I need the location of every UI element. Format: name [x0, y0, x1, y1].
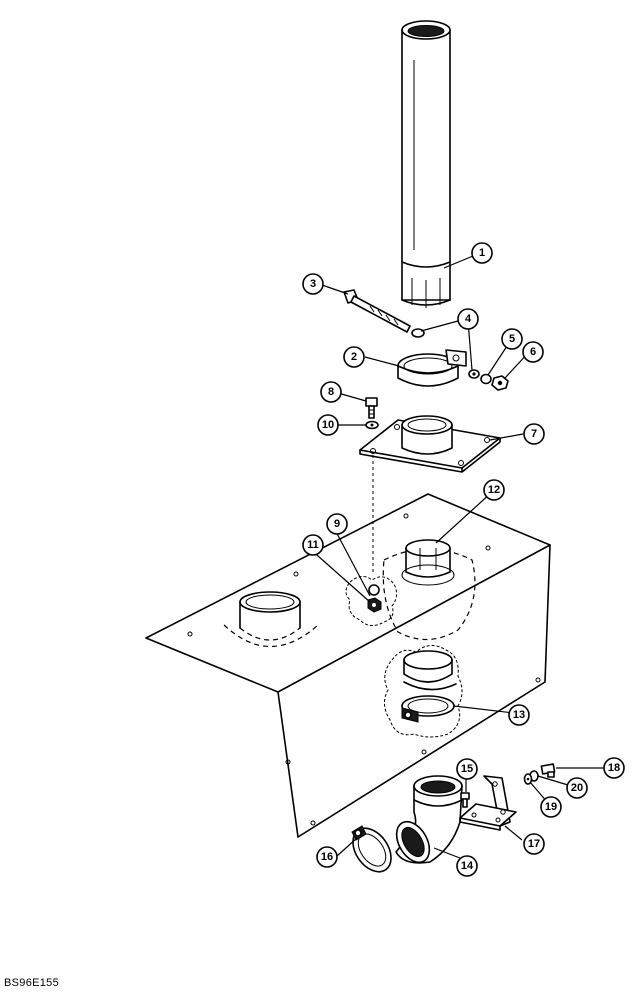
figure-id: BS96E155: [4, 977, 59, 989]
callout-12: 12: [483, 479, 505, 501]
cutaway-nut: [345, 576, 398, 626]
callout-12-label: 12: [488, 484, 500, 496]
callout-10-label: 10: [322, 419, 334, 431]
callout-18-label: 18: [608, 762, 620, 774]
callout-5: 5: [501, 328, 523, 350]
callout-15-label: 15: [461, 763, 473, 775]
callout-11: 11: [302, 534, 324, 556]
callout-8: 8: [320, 381, 342, 403]
intake-stack: [223, 591, 319, 647]
pipe-clamp: [397, 328, 509, 391]
callout-3: 3: [302, 273, 324, 295]
callout-17: 17: [523, 833, 545, 855]
callout-1-label: 1: [479, 247, 485, 259]
callout-14-label: 14: [461, 860, 474, 872]
elbow-screw: [460, 792, 470, 808]
callout-19-label: 19: [545, 801, 557, 813]
hood-panel: [145, 493, 551, 838]
capscrew: [365, 397, 379, 430]
callout-9-label: 9: [334, 518, 340, 530]
callout-6-label: 6: [530, 346, 536, 358]
callout-3-label: 3: [310, 278, 316, 290]
callout-2-label: 2: [351, 351, 357, 363]
callout-7: 7: [523, 423, 545, 445]
callout-6: 6: [522, 341, 544, 363]
callout-9: 9: [326, 513, 348, 535]
callout-13: 13: [508, 704, 530, 726]
elbow-bracket: [459, 775, 517, 831]
callout-4-label: 4: [465, 313, 472, 325]
callout-4: 4: [457, 308, 479, 330]
callout-17-label: 17: [528, 838, 540, 850]
leader-lines: [308, 255, 605, 861]
callout-20: 20: [566, 777, 588, 799]
flange-plate: [359, 415, 501, 473]
elbow-clamp: [351, 825, 392, 873]
callout-10: 10: [317, 414, 339, 436]
hood-exhaust-outlet: [382, 539, 476, 641]
callout-11-label: 11: [307, 539, 319, 551]
callout-2: 2: [343, 346, 365, 368]
callout-19: 19: [540, 796, 562, 818]
tail-pipe: [401, 20, 451, 308]
callout-18: 18: [603, 757, 625, 779]
bracket-hardware: [523, 763, 556, 785]
callout-7-label: 7: [531, 428, 537, 440]
callout-20-label: 20: [571, 782, 583, 794]
clamp-bolt: [343, 289, 411, 333]
callout-8-label: 8: [328, 386, 334, 398]
callout-14: 14: [456, 855, 478, 877]
callout-15: 15: [456, 758, 478, 780]
callout-16-label: 16: [321, 851, 333, 863]
callout-16: 16: [316, 846, 338, 868]
callout-1: 1: [471, 242, 493, 264]
exhaust-elbow: [395, 775, 463, 864]
callout-13-label: 13: [513, 709, 525, 721]
callout-5-label: 5: [509, 333, 515, 345]
cutaway-clamp: [384, 645, 463, 738]
